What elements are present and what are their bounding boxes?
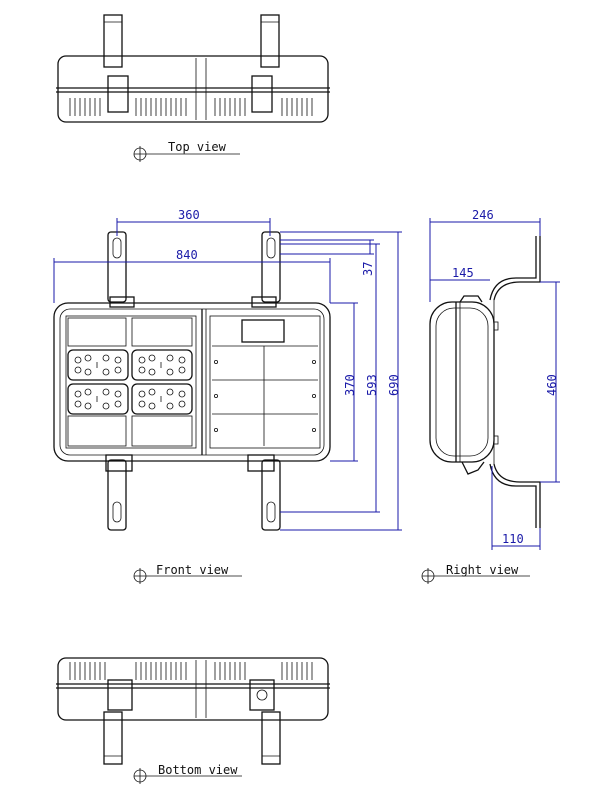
dim-110: 110	[502, 532, 524, 546]
front-view-title: Front view	[156, 563, 229, 577]
front-view-label: Front view	[133, 563, 242, 584]
top-view-title: Top view	[168, 140, 227, 154]
dim-690: 690	[387, 374, 401, 396]
front-dimensions: 360 840 37 370 593 690	[53, 208, 402, 531]
top-view	[56, 14, 330, 123]
bottom-view-label: Bottom view	[133, 763, 242, 784]
right-view-label: Right view	[421, 563, 530, 584]
front-view	[53, 231, 331, 531]
dim-246: 246	[472, 208, 494, 222]
led-array-group	[67, 349, 193, 415]
dim-593: 593	[365, 374, 379, 396]
top-view-label: Top view	[133, 140, 240, 162]
right-view-title: Right view	[446, 563, 519, 577]
right-dimensions: 246 145 460 110	[429, 208, 560, 550]
bottom-view	[56, 657, 330, 765]
dim-840: 840	[176, 248, 198, 262]
dim-37: 37	[361, 262, 375, 276]
bottom-view-title: Bottom view	[158, 763, 238, 777]
dim-460: 460	[545, 374, 559, 396]
right-view	[429, 236, 541, 528]
dim-370: 370	[343, 374, 357, 396]
dim-360: 360	[178, 208, 200, 222]
dim-145: 145	[452, 266, 474, 280]
